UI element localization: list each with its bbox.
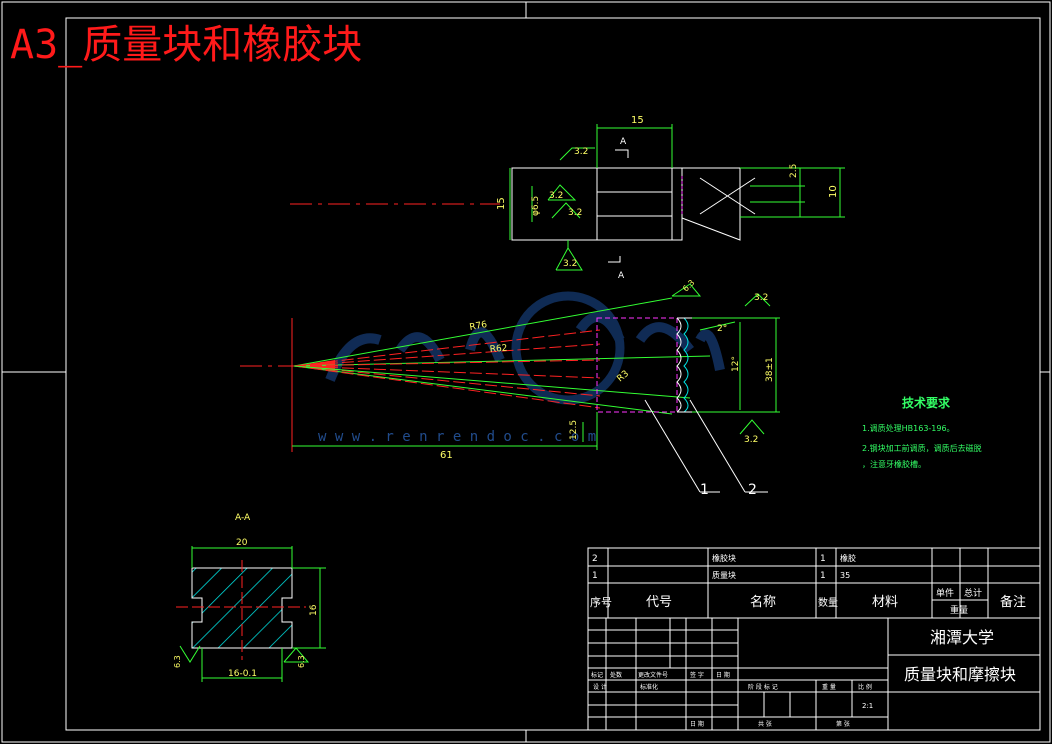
cone-dim-r2: R62: [489, 343, 508, 355]
header-total: 总计: [964, 587, 982, 599]
section-mark-top: A: [620, 137, 627, 147]
parts-list: 2 橡胶块 1 橡胶 1 质量块 1 35 序号 代号 名称 数量 材料 单件 …: [590, 553, 1026, 616]
top-rough-3: 3.2: [568, 208, 582, 218]
section-mark-bottom: A: [618, 271, 625, 281]
header-material: 材料: [872, 595, 898, 610]
section-aa: A-A 20 16 16-0.1 6.3 6.3: [173, 513, 326, 682]
title-block: [587, 547, 1041, 731]
section-dim-bottom: 16-0.1: [228, 669, 257, 679]
cone-view: R76 R62 R3 61 12.5 2° 12° 38±1 6.3 3.2 3…: [240, 278, 780, 498]
cone-dim-len: 61: [440, 450, 453, 461]
header-name: 名称: [750, 594, 776, 610]
tb-sheet-no: 第 张: [836, 720, 850, 728]
tech-heading: 技术要求: [902, 395, 951, 410]
rubber-block-outline: [596, 317, 678, 413]
tb-count: 处数: [610, 671, 622, 679]
tb-sign: 签 字: [690, 671, 704, 679]
cone-rough-right: 3.2: [754, 293, 768, 303]
top-dim-right-a: 2.5: [789, 164, 799, 178]
section-dim-right: 16: [309, 604, 319, 616]
part-row-name: 质量块: [712, 570, 736, 580]
header-unit: 单件: [936, 587, 954, 599]
drawing-name: 质量块和摩擦块: [904, 665, 1016, 684]
cone-dim-angle1: 2°: [717, 324, 727, 334]
leader-label-1: 1: [700, 482, 709, 498]
top-view: 15 15 φ6.5 2.5 10 3.2 3.2 3.2 3.2 A A: [290, 115, 845, 281]
tb-date: 日 期: [716, 671, 730, 679]
top-dim-inner: φ6.5: [531, 196, 541, 216]
section-label: A-A: [235, 513, 251, 523]
header-qty: 数量: [818, 596, 838, 609]
tb-scale-value: 2:1: [862, 702, 873, 710]
part-row-no: 2: [592, 554, 598, 564]
watermark-url: w w w . r e n r e n d o c . c o m: [318, 429, 596, 445]
tech-line-3: ，注意牙橡胶槽。: [862, 459, 926, 469]
title-block-text: 湘潭大学 质量块和摩擦块 标记 处数 更改文件号 签 字 日 期 设 计 标准化…: [591, 628, 1016, 728]
tb-weight: 重 量: [822, 683, 836, 691]
tb-scale: 比 例: [858, 683, 872, 691]
school-name: 湘潭大学: [930, 628, 994, 647]
tech-line-1: 1.调质处理HB163-196。: [862, 423, 955, 433]
top-dim-left: 15: [496, 197, 507, 210]
top-rough-2: 3.2: [549, 191, 563, 201]
cone-rough-bottom: 3.2: [744, 435, 758, 445]
top-rough-1: 3.2: [574, 147, 588, 157]
top-dim-right-b: 10: [828, 185, 839, 198]
cone-dim-small: 12.5: [569, 420, 579, 440]
rubber-teeth: [676, 317, 682, 413]
leader-label-2: 2: [748, 482, 757, 498]
header-remark: 备注: [1000, 594, 1026, 610]
part-row-material: 35: [840, 571, 850, 580]
tb-change-doc: 更改文件号: [638, 671, 668, 679]
part-row-no: 1: [592, 571, 598, 581]
tb-design: 设 计: [593, 683, 607, 691]
part-row-name: 橡胶块: [712, 553, 736, 563]
part-row-material: 橡胶: [840, 553, 856, 563]
section-rough-right: 6.3: [297, 655, 306, 668]
header-no: 序号: [590, 595, 612, 609]
cone-dim-r1: R76: [469, 320, 488, 333]
tb-stage-mark: 阶 段 标 记: [748, 683, 778, 691]
tb-sheets-total: 共 张: [758, 720, 772, 728]
cone-dim-height: 38±1: [765, 357, 775, 382]
part-row-qty: 1: [820, 571, 826, 581]
drawing-frame: [65, 17, 1041, 731]
part-row-qty: 1: [820, 554, 826, 564]
top-rough-4: 3.2: [563, 259, 577, 269]
section-rough-left: 6.3: [173, 655, 182, 668]
header-weight: 重量: [950, 604, 968, 616]
drawing-title: A3_质量块和橡胶块: [10, 22, 362, 68]
top-dim-width: 15: [631, 115, 644, 126]
tb-date-2: 日 期: [690, 720, 704, 728]
tb-standard: 标准化: [640, 683, 658, 691]
technical-requirements: 技术要求 1.调质处理HB163-196。 2.钢块加工前调质，调质后去磁脱 ，…: [862, 395, 982, 469]
tb-mark: 标记: [591, 671, 603, 679]
tech-line-2: 2.钢块加工前调质，调质后去磁脱: [862, 443, 982, 453]
header-code: 代号: [646, 595, 672, 610]
cone-dim-angle2: 12°: [731, 356, 741, 372]
section-dim-top: 20: [236, 538, 248, 548]
